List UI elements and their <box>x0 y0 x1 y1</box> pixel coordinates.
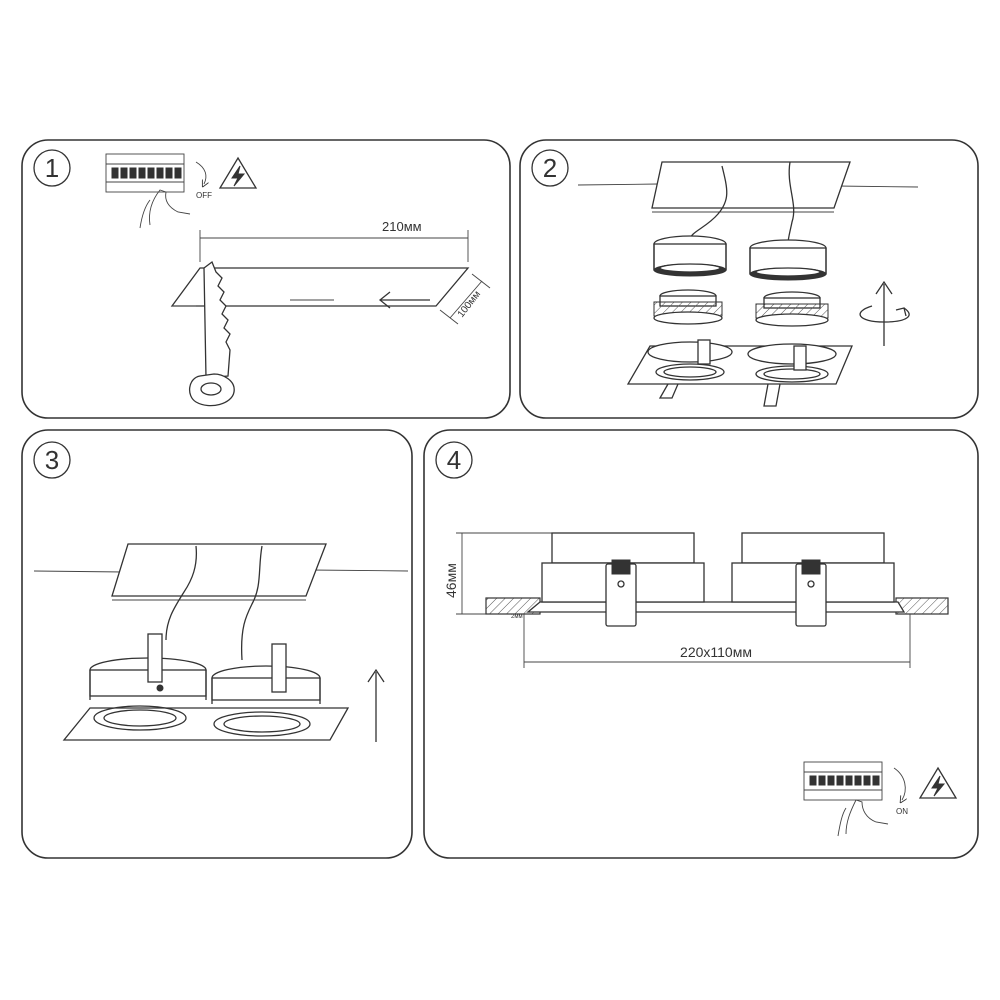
installed-frame <box>62 633 350 741</box>
high-voltage-warning-icon <box>218 156 258 189</box>
step-4-number-circle <box>435 441 473 479</box>
power-switch-icon <box>105 153 206 229</box>
thickness-label: 2мм <box>511 614 523 620</box>
step-1-off-label: OFF <box>196 191 212 200</box>
high-voltage-warning-icon-2 <box>918 766 958 799</box>
driver-right <box>749 239 827 281</box>
step-1-number-circle <box>33 149 71 187</box>
step-3-number: 3 <box>45 445 59 475</box>
lamp-module-right <box>755 291 829 327</box>
double-frame <box>626 339 853 407</box>
step-2-number-circle <box>531 149 569 187</box>
step-4-number: 4 <box>447 445 461 475</box>
up-arrow-icon <box>367 668 385 742</box>
step-3-number-circle <box>33 441 71 479</box>
power-switch-on-icon <box>803 761 905 837</box>
cut-width-label: 210мм <box>382 219 422 234</box>
step-4-on-label: ON <box>896 807 908 816</box>
size-label: 220x110мм <box>680 644 752 660</box>
step-3-panel: 3 <box>21 429 413 859</box>
step-2-number: 2 <box>543 153 557 183</box>
step-2-panel: 2 <box>519 139 979 419</box>
lamp-module-left <box>653 289 723 325</box>
height-label: 46мм <box>443 563 459 598</box>
step-1-number: 1 <box>45 153 59 183</box>
left-arrow-icon <box>378 291 430 309</box>
step-4-panel: 4 46мм 2мм 220x110мм <box>423 429 979 859</box>
step-1-panel: 1 OFF <box>21 139 511 419</box>
keyhole-saw-icon <box>189 260 235 407</box>
driver-left <box>653 235 727 277</box>
rotate-arrow-icon <box>859 280 910 346</box>
